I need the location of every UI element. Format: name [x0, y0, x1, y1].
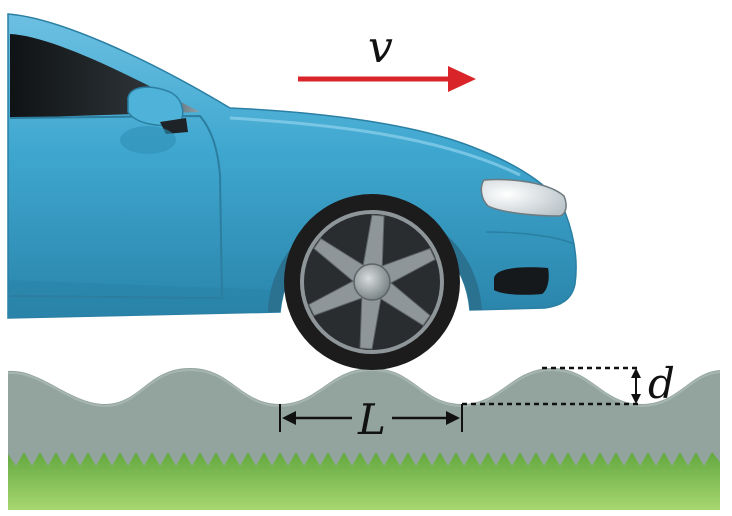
amplitude-label: d: [648, 359, 675, 408]
road-surface: [8, 368, 720, 466]
velocity-label: v: [368, 22, 393, 73]
car-lower-shade: [8, 280, 280, 318]
bumper-line: [485, 231, 575, 245]
velocity-arrow: v: [298, 22, 476, 92]
door-outline: [9, 114, 224, 300]
car: [7, 13, 577, 319]
wavelength-dimension: L: [279, 395, 463, 444]
hood-highlight: [229, 116, 521, 177]
front-wheel: [284, 194, 460, 370]
headlight: [480, 178, 567, 217]
arrow-head: [448, 66, 476, 92]
mirror-reflection: [120, 126, 176, 154]
side-mirror: [127, 86, 184, 127]
amplitude-dimension: d: [462, 359, 675, 408]
fog-light: [494, 267, 549, 295]
wheel-hub: [353, 263, 391, 301]
wavelength-label: L: [357, 395, 386, 444]
